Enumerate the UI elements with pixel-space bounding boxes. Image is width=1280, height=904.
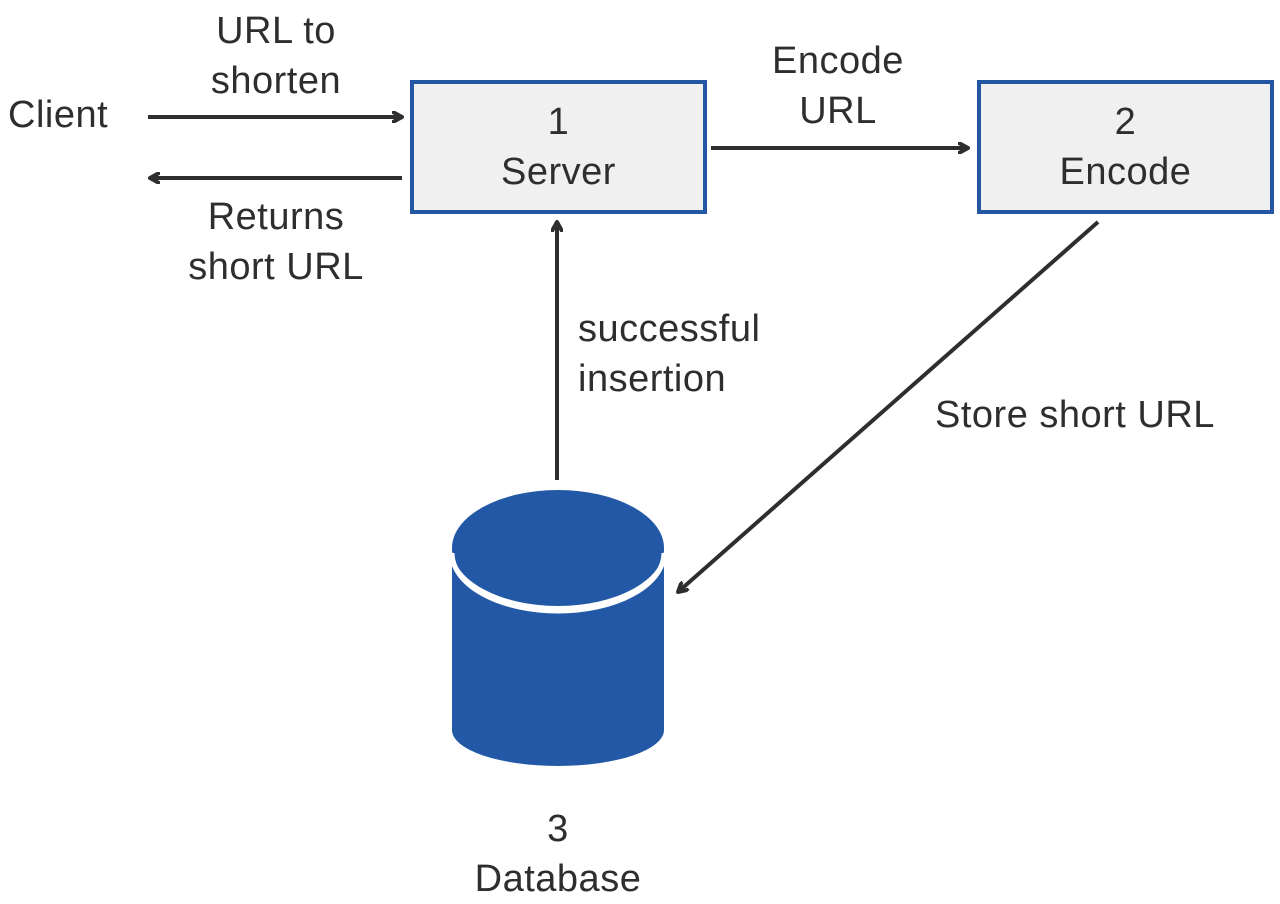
edge-label-successful-insertion: successful insertion bbox=[578, 308, 761, 400]
database-node-label: 3 Database bbox=[438, 804, 678, 904]
edge-label-returns-short-url: Returns short URL bbox=[188, 196, 364, 288]
database-node-name: Database bbox=[474, 858, 642, 900]
encode-node: 2 Encode bbox=[977, 80, 1274, 214]
edge-label-store-short-url: Store short URL bbox=[935, 394, 1215, 436]
encode-node-number: 2 bbox=[1114, 101, 1137, 143]
arrow-encode-to-database bbox=[678, 220, 1100, 592]
server-node-number: 1 bbox=[547, 101, 570, 143]
edge-label-url-to-shorten: URL to shorten bbox=[210, 10, 342, 102]
encode-node-name: Encode bbox=[1059, 151, 1192, 193]
database-node-number: 3 bbox=[547, 808, 569, 850]
database-cylinder-icon bbox=[449, 490, 667, 766]
client-label: Client bbox=[8, 94, 109, 136]
edge-label-encode-url: Encode URL bbox=[772, 40, 904, 132]
server-node-name: Server bbox=[501, 151, 616, 193]
server-node: 1 Server bbox=[410, 80, 707, 214]
